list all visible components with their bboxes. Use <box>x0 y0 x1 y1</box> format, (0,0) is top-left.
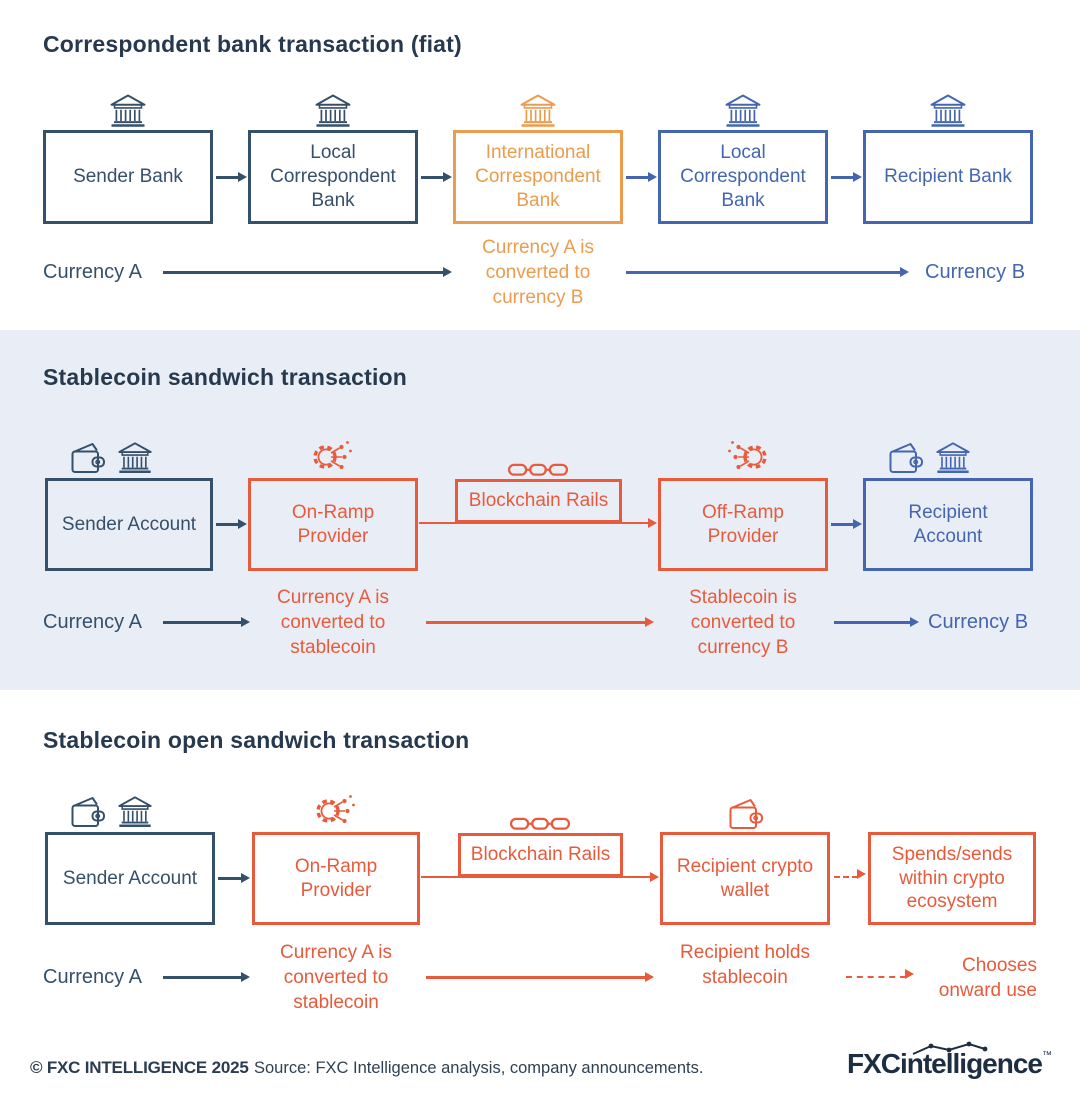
node-recipient-crypto-wallet: Recipient crypto wallet <box>660 832 830 925</box>
node-on-ramp-provider: On-Ramp Provider <box>252 832 420 925</box>
node-blockchain-rails: Blockchain Rails <box>458 833 623 877</box>
flow-arrow <box>216 523 239 526</box>
offramp-caption: Stablecoin is converted to currency B <box>689 587 797 658</box>
flow-arrow <box>218 877 242 880</box>
flow-arrow-dashed <box>834 876 858 878</box>
node-recipient-account: Recipient Account <box>863 478 1033 571</box>
flow-arrow <box>831 176 854 179</box>
wallet-icon <box>68 441 106 480</box>
section1-title: Correspondent bank transaction (fiat) <box>43 31 462 57</box>
section2-title: Stablecoin sandwich transaction <box>43 364 408 390</box>
holds-caption: Recipient holds stablecoin <box>680 942 810 988</box>
node-on-ramp-provider: On-Ramp Provider <box>248 478 418 571</box>
bank-icon <box>313 93 353 129</box>
bank-icon <box>116 441 154 480</box>
bank-icon <box>518 93 558 129</box>
bank-icon <box>116 795 154 834</box>
currency-flow-arrow <box>163 271 444 274</box>
section3-title: Stablecoin open sandwich transaction <box>43 727 470 753</box>
node-spends-sends-crypto-ecosystem: Spends/sends within crypto ecosystem <box>868 832 1036 925</box>
flow-arrow <box>626 176 649 179</box>
currency-flow-arrow <box>163 976 242 979</box>
node-recipient-bank: Recipient Bank <box>863 130 1033 224</box>
currency-flow-arrow <box>163 621 242 624</box>
chain-icon <box>509 814 571 833</box>
node-sender-bank: Sender Bank <box>43 130 213 224</box>
onward-caption: Chooses onward use <box>938 955 1037 1001</box>
recipient-account-icons <box>886 441 972 480</box>
chain-icon <box>507 460 569 479</box>
node-sender-account: Sender Account <box>45 832 215 925</box>
node-sender-account: Sender Account <box>45 478 213 571</box>
node-local-correspondent-bank: Local Correspondent Bank <box>248 130 418 224</box>
conversion-caption: Currency A is converted to currency B <box>482 237 594 308</box>
logo-chart-icon <box>911 1041 993 1062</box>
flow-arrow <box>831 523 854 526</box>
currency-flow-arrow <box>626 271 901 274</box>
onramp-caption: Currency A is converted to stablecoin <box>280 942 392 1013</box>
onramp-caption: Currency A is converted to stablecoin <box>277 587 389 658</box>
fxc-intelligence-logo: FXCintelligence™ <box>846 1041 1052 1080</box>
node-international-correspondent-bank: International Correspondent Bank <box>453 130 623 224</box>
bank-icon <box>108 93 148 129</box>
node-off-ramp-provider: Off-Ramp Provider <box>658 478 828 571</box>
logo-trademark: ™ <box>1042 1050 1052 1061</box>
currency-b-label: Currency B <box>925 261 1026 283</box>
logo-fxc-text: FXC <box>846 1048 901 1079</box>
gear-circuit-icon <box>725 437 769 477</box>
source-text: Source: FXC Intelligence analysis, compa… <box>254 1059 704 1077</box>
currency-flow-arrow <box>426 621 646 624</box>
wallet-icon <box>726 797 764 831</box>
currency-flow-arrow-dashed <box>846 976 906 978</box>
wallet-icon <box>886 441 924 480</box>
node-blockchain-rails: Blockchain Rails <box>455 479 622 523</box>
flow-arrow <box>421 176 444 179</box>
currency-flow-arrow <box>426 976 646 979</box>
currency-flow-arrow <box>834 621 911 624</box>
currency-a-label: Currency A <box>43 261 142 283</box>
currency-a-label: Currency A <box>43 966 142 988</box>
node-local-correspondent-bank-2: Local Correspondent Bank <box>658 130 828 224</box>
sender-account-icons <box>68 795 154 834</box>
gear-circuit-icon <box>311 437 355 477</box>
currency-b-label: Currency B <box>928 611 1029 633</box>
flow-arrow <box>216 176 239 179</box>
sender-account-icons <box>68 441 154 480</box>
bank-icon <box>934 441 972 480</box>
wallet-icon <box>68 795 106 834</box>
bank-icon <box>723 93 763 129</box>
bank-icon <box>928 93 968 129</box>
logo-intelligence-text: intelligence <box>899 1048 1043 1079</box>
gear-circuit-icon <box>314 791 358 831</box>
currency-a-label: Currency A <box>43 611 142 633</box>
copyright-text: © FXC INTELLIGENCE 2025 <box>30 1058 249 1077</box>
